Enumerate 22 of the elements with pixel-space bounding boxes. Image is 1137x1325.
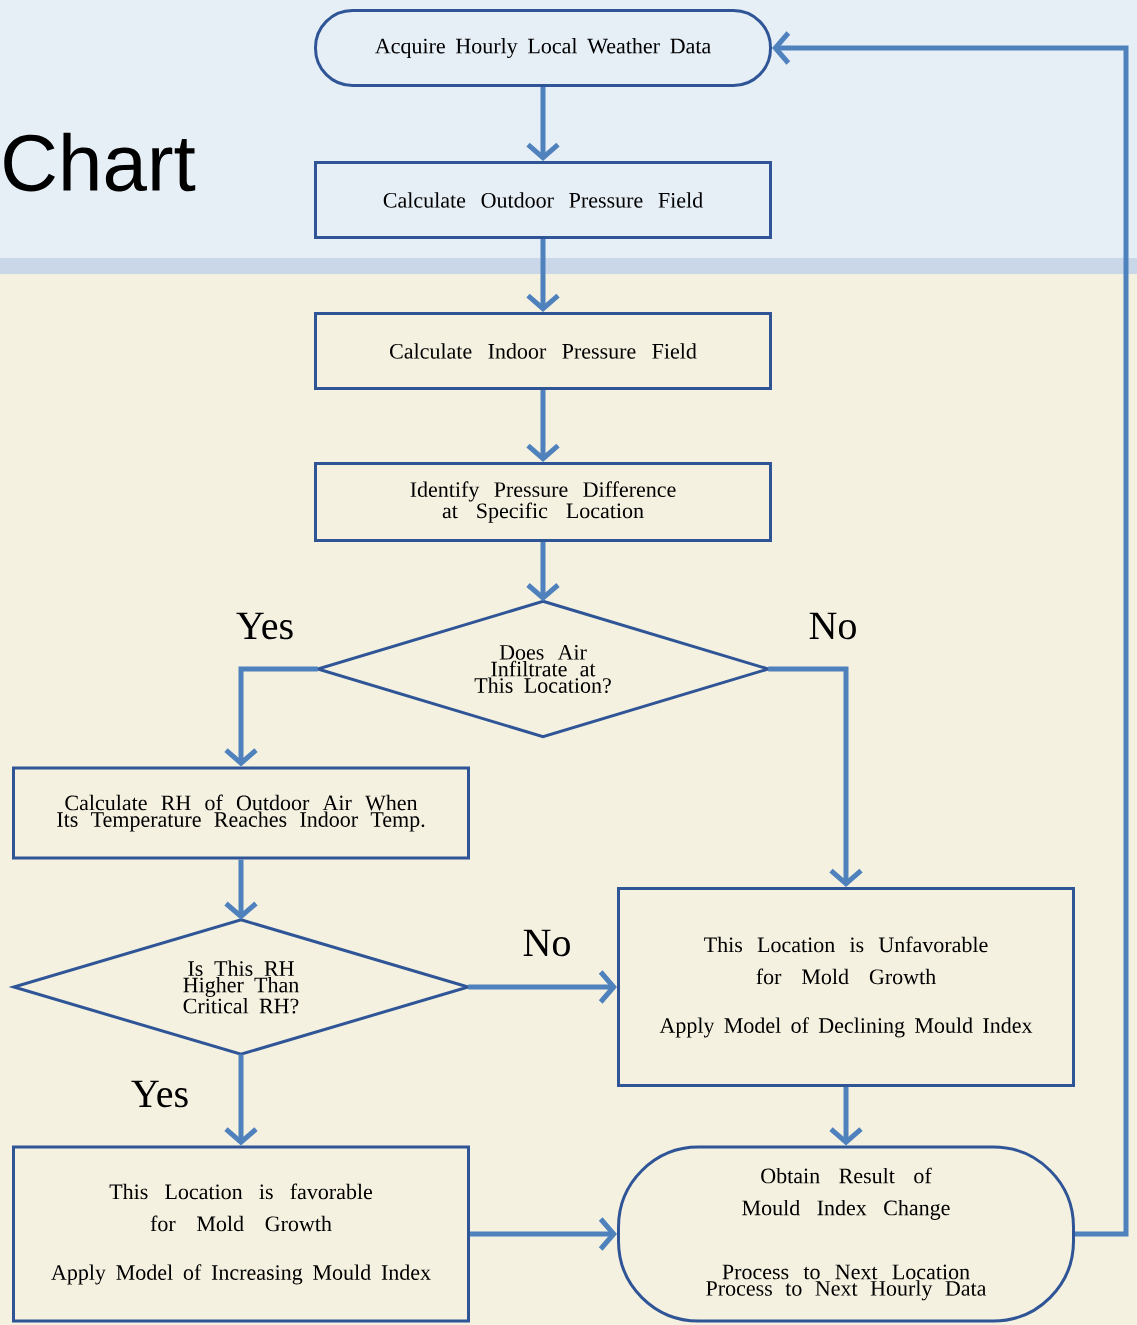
edge-label: Yes (236, 612, 293, 640)
terminal-box: Obtain Result of Mould Index Change Process to Next Location Process to Next Hourly Data (617, 1145, 1075, 1323)
arrow (470, 1217, 617, 1251)
terminal-box: Acquire Hourly Local Weather Data (314, 9, 772, 87)
arrow (772, 31, 1129, 1237)
arrow (224, 1054, 258, 1146)
process-box: This Location is Unfavorable for Mold Growth Apply Model of Declining Mould Index (617, 887, 1075, 1087)
arrow (526, 239, 560, 312)
arrow (468, 970, 617, 1004)
process-box: Identify Pressure Difference at Specific Location (314, 462, 772, 542)
arrow (526, 390, 560, 462)
process-box: Calculate Outdoor Pressure Field (314, 161, 772, 239)
arrow (526, 87, 560, 161)
arrow (224, 666, 318, 767)
process-box: Calculate RH of Outdoor Air When Its Temperature Reaches Indoor Temp. (12, 766, 470, 860)
process-box: Calculate Indoor Pressure Field (314, 312, 772, 390)
arrow (768, 666, 863, 887)
edge-label: Yes (131, 1080, 188, 1108)
slide-title: Chart (4, 132, 196, 192)
edge-label: No (809, 612, 856, 640)
process-box: This Location is favorable for Mold Growth Apply Model of Increasing Mould Index (12, 1145, 470, 1323)
edge-label: No (523, 929, 570, 957)
